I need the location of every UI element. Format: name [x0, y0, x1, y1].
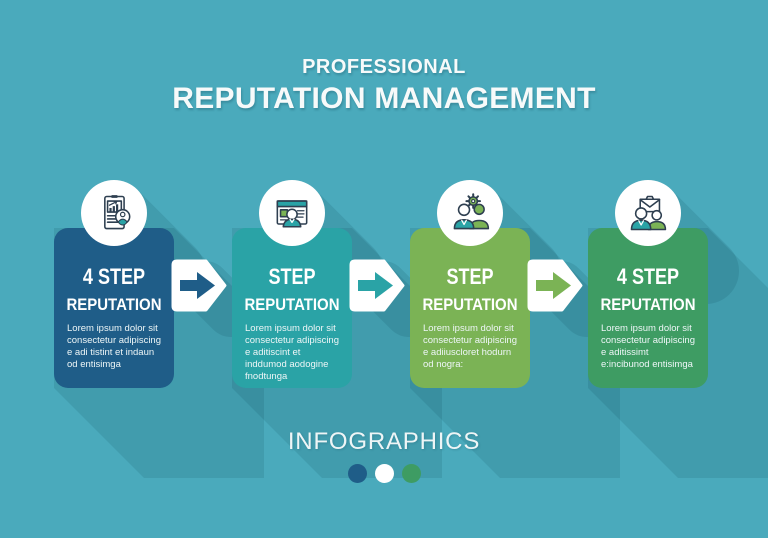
step-icon-circle-2: [259, 180, 325, 246]
progress-dot-3: [401, 464, 421, 483]
step-subheading: REPUTATION: [244, 295, 340, 314]
step-subheading: REPUTATION: [422, 295, 518, 314]
step-card-2: STEP REPUTATION Lorem ipsum dolor sit co…: [232, 228, 352, 388]
progress-dot-2: [374, 464, 394, 483]
arrow-icon: [180, 272, 215, 299]
progress-dots: [0, 464, 768, 483]
arrow-icon: [358, 272, 393, 299]
step-card-1: 4 STEP REPUTATION Lorem ipsum dolor sit …: [54, 228, 174, 388]
arrow-icon: [536, 272, 571, 299]
title-line-1: PROFESSIONAL: [302, 56, 466, 78]
step-body: Lorem ipsum dolor sit consectetur adipis…: [601, 323, 695, 370]
step-icon-circle-3: [437, 180, 503, 246]
step-icon-circle-4: [615, 180, 681, 246]
people-mail-icon: [630, 195, 667, 231]
step-body: Lorem ipsum dolor sit consectetur adipis…: [423, 323, 517, 370]
step-subheading: REPUTATION: [600, 295, 696, 314]
step-heading: 4 STEP: [616, 264, 680, 289]
step-heading: STEP: [268, 264, 316, 289]
step-heading: 4 STEP: [82, 264, 146, 289]
step-body: Lorem ipsum dolor sit consectetur adipis…: [67, 323, 161, 370]
arrow-badge-3: [527, 259, 583, 312]
footer-label: INFOGRAPHICS: [287, 428, 481, 455]
title-line-2: REPUTATION MANAGEMENT: [172, 82, 596, 115]
progress-dot-1: [347, 464, 367, 483]
arrow-badge-2: [349, 259, 405, 312]
step-subheading: REPUTATION: [66, 295, 162, 314]
step-body: Lorem ipsum dolor sit consectetur adipis…: [245, 323, 339, 382]
report-chart-icon: [104, 195, 131, 230]
title: PROFESSIONAL REPUTATION MANAGEMENT: [0, 56, 768, 116]
step-card-3: STEP REPUTATION Lorem ipsum dolor sit co…: [410, 228, 530, 388]
step-card-4: 4 STEP REPUTATION Lorem ipsum dolor sit …: [588, 228, 708, 388]
profile-page-icon: [276, 200, 308, 228]
step-icon-circle-1: [81, 180, 147, 246]
team-gear-icon: [453, 193, 490, 230]
step-heading: STEP: [446, 264, 494, 289]
arrow-badge-1: [171, 259, 227, 312]
